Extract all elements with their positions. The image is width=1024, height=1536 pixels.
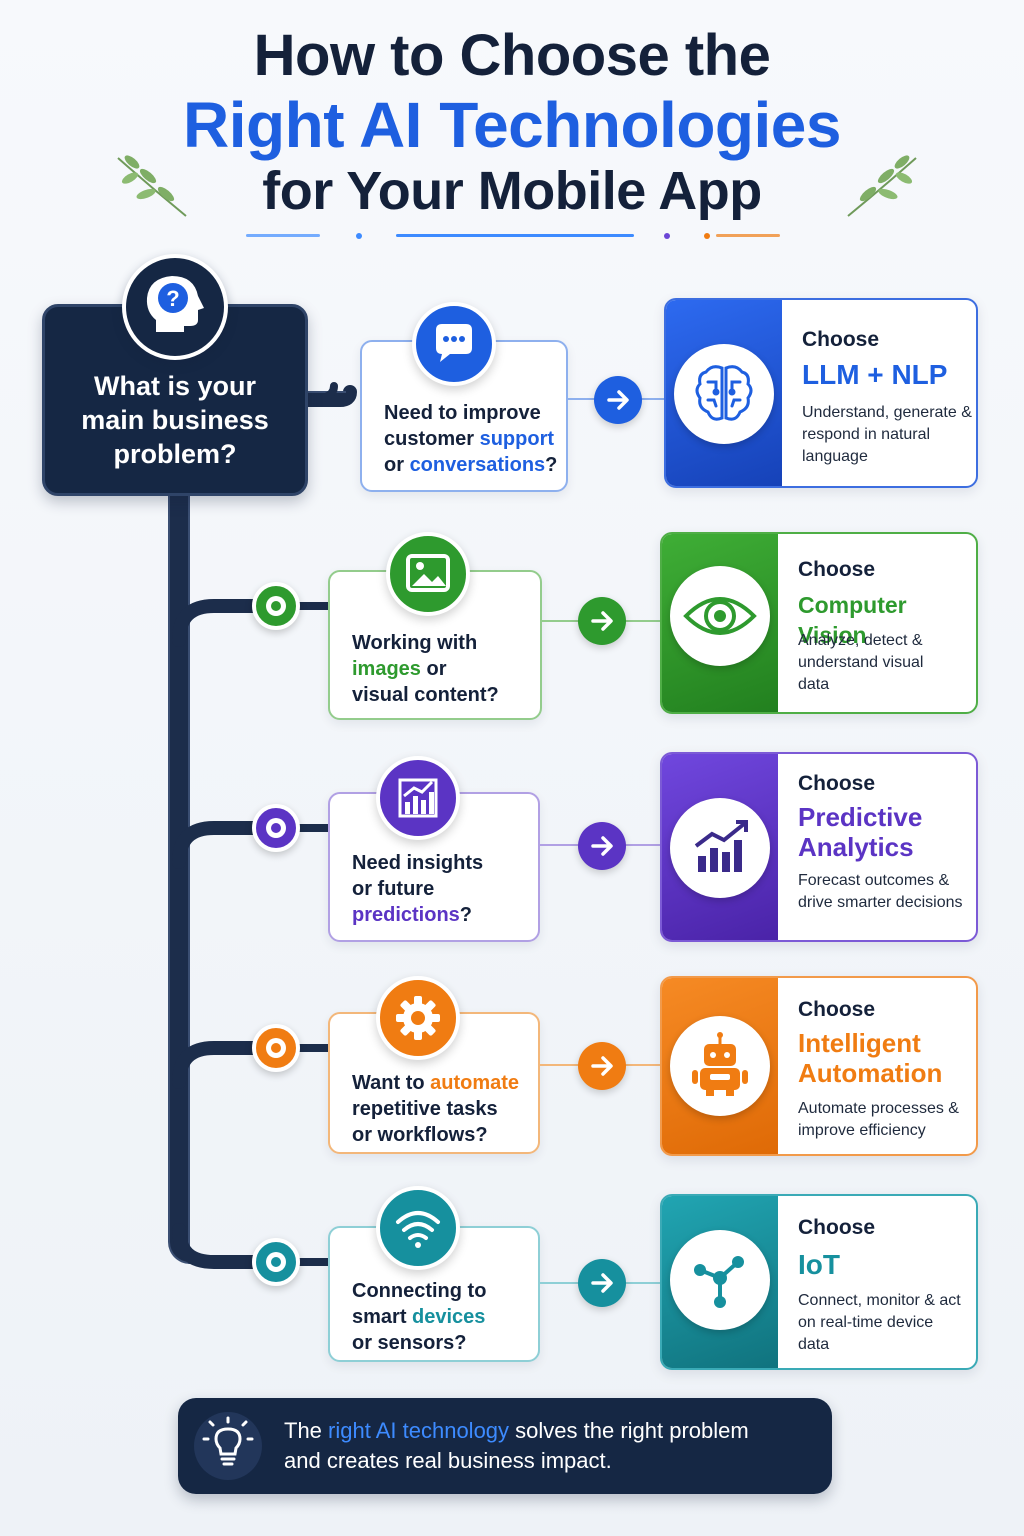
tech-description: Connect, monitor & act on real-time devi… xyxy=(798,1292,961,1353)
brain-icon xyxy=(674,344,774,444)
title-line-3: for Your Mobile App xyxy=(262,161,762,221)
question-highlight: support xyxy=(479,428,555,450)
footer-banner: The right AI technology solves the right… xyxy=(178,1398,832,1494)
leaf-right-icon xyxy=(847,155,917,217)
leaf-left-icon xyxy=(117,155,187,217)
question-part: Want to xyxy=(352,1072,431,1094)
choose-label: Choose xyxy=(798,558,876,581)
gear-icon xyxy=(376,976,460,1060)
question-line: or sensors? xyxy=(352,1332,467,1354)
choose-label: Choose xyxy=(798,998,876,1021)
question-text: Want to automate repetitive tasks or wor… xyxy=(352,1070,519,1148)
bar-chart-icon xyxy=(376,756,460,840)
question-text: Working with images or visual content? xyxy=(352,630,499,708)
tech-name-line-2: Analytics xyxy=(798,832,914,862)
tech-name: IoT xyxy=(798,1249,840,1280)
question-line: or conversations? xyxy=(384,452,557,478)
question-part: customer xyxy=(384,428,480,450)
arrow-right-icon[interactable] xyxy=(578,822,626,870)
flow-connectors xyxy=(172,382,357,1269)
tech-name: LLM + NLP xyxy=(802,359,948,390)
arrow-right-icon[interactable] xyxy=(594,376,642,424)
eye-icon xyxy=(670,566,770,666)
arrow-right-icon[interactable] xyxy=(578,1042,626,1090)
question-part: ? xyxy=(459,904,473,926)
choose-label: Choose xyxy=(802,328,880,351)
question-card-predictions[interactable]: Need insights or future predictions? xyxy=(328,792,540,942)
flow-node xyxy=(252,1238,300,1286)
question-line: visual content? xyxy=(352,684,499,706)
footer-part: The xyxy=(284,1418,329,1443)
footer-line-1: The right AI technology solves the right… xyxy=(284,1416,749,1446)
answer-card-intelligent-automation[interactable]: Choose Intelligent Automation Automate p… xyxy=(660,976,978,1156)
flow-node xyxy=(252,804,300,852)
question-text: Connecting to smart devices or sensors? xyxy=(352,1278,486,1356)
network-nodes-icon xyxy=(670,1230,770,1330)
question-text: Need to improve customer support or conv… xyxy=(384,400,557,478)
question-line: repetitive tasks xyxy=(352,1098,498,1120)
answer-card-predictive-analytics[interactable]: Choose Predictive Analytics Forecast out… xyxy=(660,752,978,942)
head-question-icon: ? xyxy=(122,254,228,360)
tech-description: Analyze, detect & understand visual data xyxy=(798,632,924,693)
question-highlight: automate xyxy=(430,1072,520,1094)
answer-card-llm-nlp[interactable]: Choose LLM + NLP Understand, generate & … xyxy=(664,298,978,488)
choose-label: Choose xyxy=(798,772,876,795)
question-highlight: images xyxy=(352,658,421,680)
question-line: or future xyxy=(352,878,435,900)
chat-bubble-icon xyxy=(412,302,496,386)
robot-icon xyxy=(670,1016,770,1116)
tech-name-line-2: Automation xyxy=(798,1058,943,1088)
question-line: images or xyxy=(352,656,499,682)
question-line: Need insights xyxy=(352,852,484,874)
arrow-right-icon[interactable] xyxy=(578,597,626,645)
question-line: Working with xyxy=(352,632,478,654)
title-line-1: How to Choose the xyxy=(253,23,771,88)
footer-line-2: and creates real business impact. xyxy=(284,1448,612,1473)
question-part: smart xyxy=(352,1306,413,1328)
title-divider xyxy=(396,234,634,237)
tech-description: Forecast outcomes & drive smarter decisi… xyxy=(798,872,963,911)
tech-name-line-1: Intelligent xyxy=(798,1028,921,1058)
title-divider xyxy=(246,234,320,237)
title-dot xyxy=(664,233,670,239)
trend-chart-icon xyxy=(670,798,770,898)
footer-part: solves the right problem xyxy=(509,1418,749,1443)
tech-name-line-1: Predictive xyxy=(798,802,923,832)
wifi-icon xyxy=(376,1186,460,1270)
choose-label: Choose xyxy=(798,1216,876,1239)
question-part: or xyxy=(384,454,410,476)
question-line: or workflows? xyxy=(352,1124,488,1146)
title-divider xyxy=(716,234,780,237)
flow-node xyxy=(252,582,300,630)
question-part: ? xyxy=(545,454,558,476)
question-line: Connecting to xyxy=(352,1280,487,1302)
tech-description: Understand, generate & respond in natura… xyxy=(802,404,972,465)
question-line: smart devices xyxy=(352,1304,486,1330)
lightbulb-icon xyxy=(194,1412,262,1480)
question-line: Need to improve xyxy=(384,402,541,424)
title-line-2: Right AI Technologies xyxy=(183,89,841,161)
answer-card-iot[interactable]: Choose IoT Connect, monitor & act on rea… xyxy=(660,1194,978,1370)
image-icon xyxy=(386,532,470,616)
flow-node xyxy=(252,1024,300,1072)
question-text: Need insights or future predictions? xyxy=(352,850,483,928)
footer-text: The right AI technology solves the right… xyxy=(284,1416,749,1476)
tech-name: Computer Vision xyxy=(798,592,907,648)
question-highlight: predictions xyxy=(352,904,460,926)
question-part: or xyxy=(420,658,447,680)
question-card-automation[interactable]: Want to automate repetitive tasks or wor… xyxy=(328,1012,540,1154)
title-dot xyxy=(356,233,362,239)
question-line: predictions? xyxy=(352,902,483,928)
svg-text:?: ? xyxy=(166,286,179,311)
footer-highlight: right AI technology xyxy=(328,1418,510,1443)
tech-description: Automate processes & improve efficiency xyxy=(798,1100,959,1139)
question-highlight: conversations xyxy=(409,454,546,476)
question-line: Want to automate xyxy=(352,1070,519,1096)
question-line: customer support xyxy=(384,426,557,452)
answer-card-computer-vision[interactable]: Choose Computer Vision Analyze, detect &… xyxy=(660,532,978,714)
main-question-text: What is your main business problem? xyxy=(81,371,269,469)
question-highlight: devices xyxy=(412,1306,486,1328)
title-dot xyxy=(704,233,710,239)
arrow-right-icon[interactable] xyxy=(578,1259,626,1307)
